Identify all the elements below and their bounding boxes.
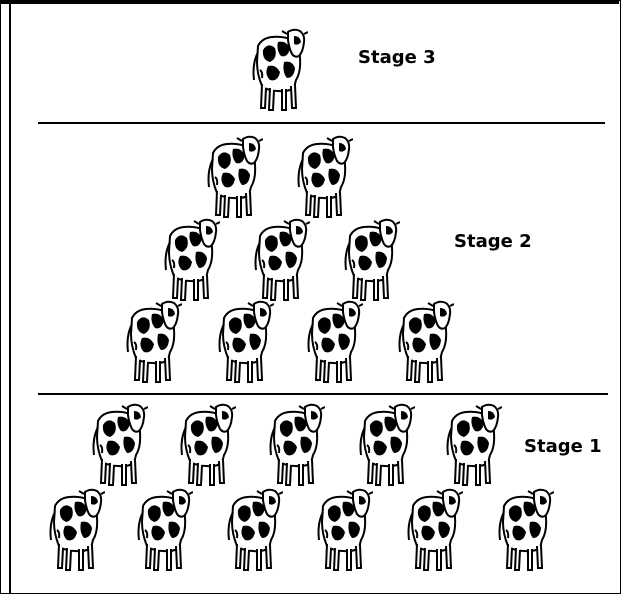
cow-icon (248, 28, 308, 113)
stage-3-label: Stage 3 (358, 47, 436, 68)
stage-2-label: Stage 2 (454, 231, 532, 252)
cow-icon (203, 135, 263, 220)
cow-icon (122, 300, 182, 385)
cow-icon (303, 300, 363, 385)
cow-icon (133, 488, 193, 573)
cow-icon (293, 135, 353, 220)
cow-icon (214, 300, 274, 385)
cow-icon (442, 403, 502, 488)
cow-icon (394, 300, 454, 385)
cow-icon (340, 218, 400, 303)
stage-divider-bottom (38, 393, 608, 395)
cow-icon (45, 488, 105, 573)
stage-1-label: Stage 1 (524, 436, 602, 457)
cow-icon (160, 218, 220, 303)
cow-icon (176, 403, 236, 488)
cow-icon (355, 403, 415, 488)
stage-divider-top (38, 122, 605, 124)
cow-icon (265, 403, 325, 488)
cow-icon (494, 488, 554, 573)
cow-icon (313, 488, 373, 573)
cow-icon (250, 218, 310, 303)
cow-icon (403, 488, 463, 573)
cow-icon (88, 403, 148, 488)
cow-icon (223, 488, 283, 573)
